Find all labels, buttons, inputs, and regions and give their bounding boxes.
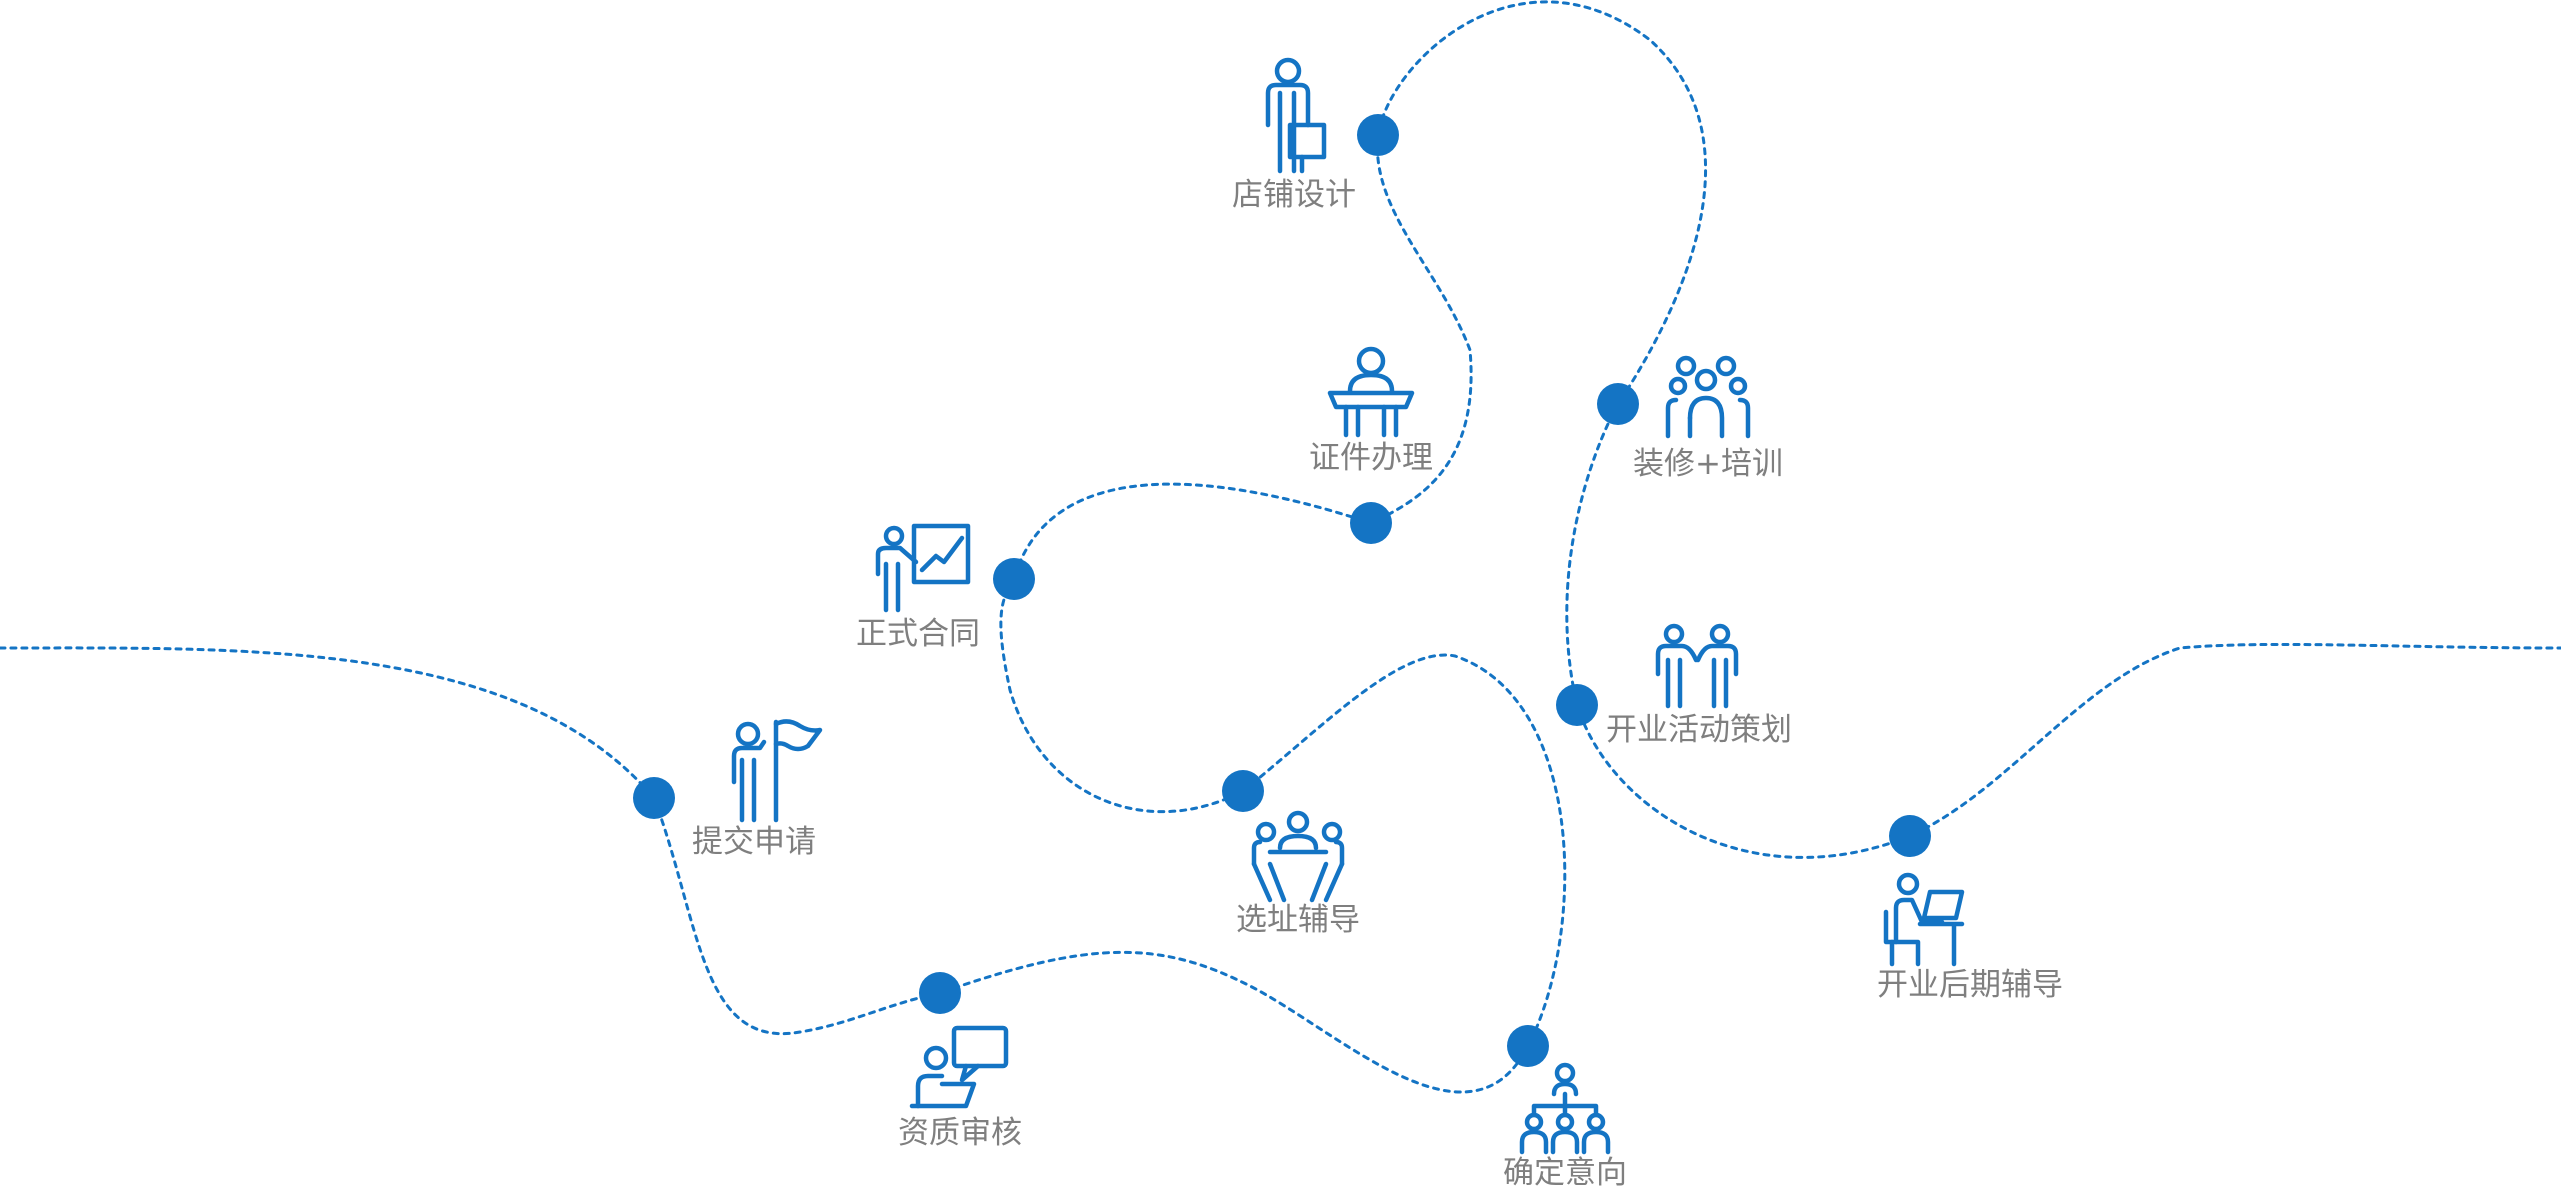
node-dots (633, 114, 1931, 1067)
step-qualification-review: 资质审核 (898, 1025, 1022, 1151)
node-dot-contract (993, 558, 1035, 600)
step-opening-event-planning: 开业活动策划 (1606, 623, 1792, 748)
node-dot-training (1597, 383, 1639, 425)
step-site-selection: 选址辅导 (1236, 810, 1360, 938)
person-behind-counter-icon (1327, 346, 1415, 438)
node-dot-opening (1556, 684, 1598, 726)
step-submit-application: 提交申请 (692, 719, 823, 860)
step-license-processing: 证件办理 (1309, 346, 1433, 476)
step-label: 证件办理 (1309, 440, 1433, 476)
person-at-desk-computer-icon (1883, 872, 1965, 967)
presenter-at-chart-board-icon (875, 523, 971, 613)
step-renovation-training: 装修+培训 (1633, 355, 1783, 482)
step-label: 开业活动策划 (1606, 712, 1792, 748)
node-dot-site (1222, 770, 1264, 812)
step-label: 装修+培训 (1633, 446, 1783, 482)
node-dot-design (1357, 114, 1399, 156)
person-at-laptop-speech-bubble-icon (909, 1025, 1009, 1109)
node-dot-intent (1507, 1025, 1549, 1067)
node-dot-aftercare (1889, 815, 1931, 857)
meeting-table-group-icon (1251, 810, 1345, 903)
org-hierarchy-icon (1519, 1062, 1611, 1155)
node-dot-submit (633, 777, 675, 819)
step-store-design: 店铺设计 (1232, 57, 1356, 213)
step-label: 选址辅导 (1236, 902, 1360, 938)
step-label: 资质审核 (898, 1115, 1022, 1151)
team-group-icon (1665, 355, 1751, 439)
step-post-opening-support: 开业后期辅导 (1877, 872, 2063, 1003)
person-with-board-icon (1265, 57, 1327, 174)
step-label: 开业后期辅导 (1877, 967, 2063, 1003)
step-label: 正式合同 (856, 616, 980, 652)
step-label: 店铺设计 (1232, 177, 1356, 213)
step-label: 确定意向 (1503, 1155, 1627, 1191)
step-label: 提交申请 (692, 824, 816, 860)
node-dot-review (919, 972, 961, 1014)
step-confirm-intention: 确定意向 (1503, 1062, 1627, 1191)
two-people-handshake-icon (1655, 623, 1739, 709)
step-formal-contract: 正式合同 (856, 523, 980, 652)
person-with-flag-icon (731, 719, 823, 823)
node-dot-license (1350, 502, 1392, 544)
